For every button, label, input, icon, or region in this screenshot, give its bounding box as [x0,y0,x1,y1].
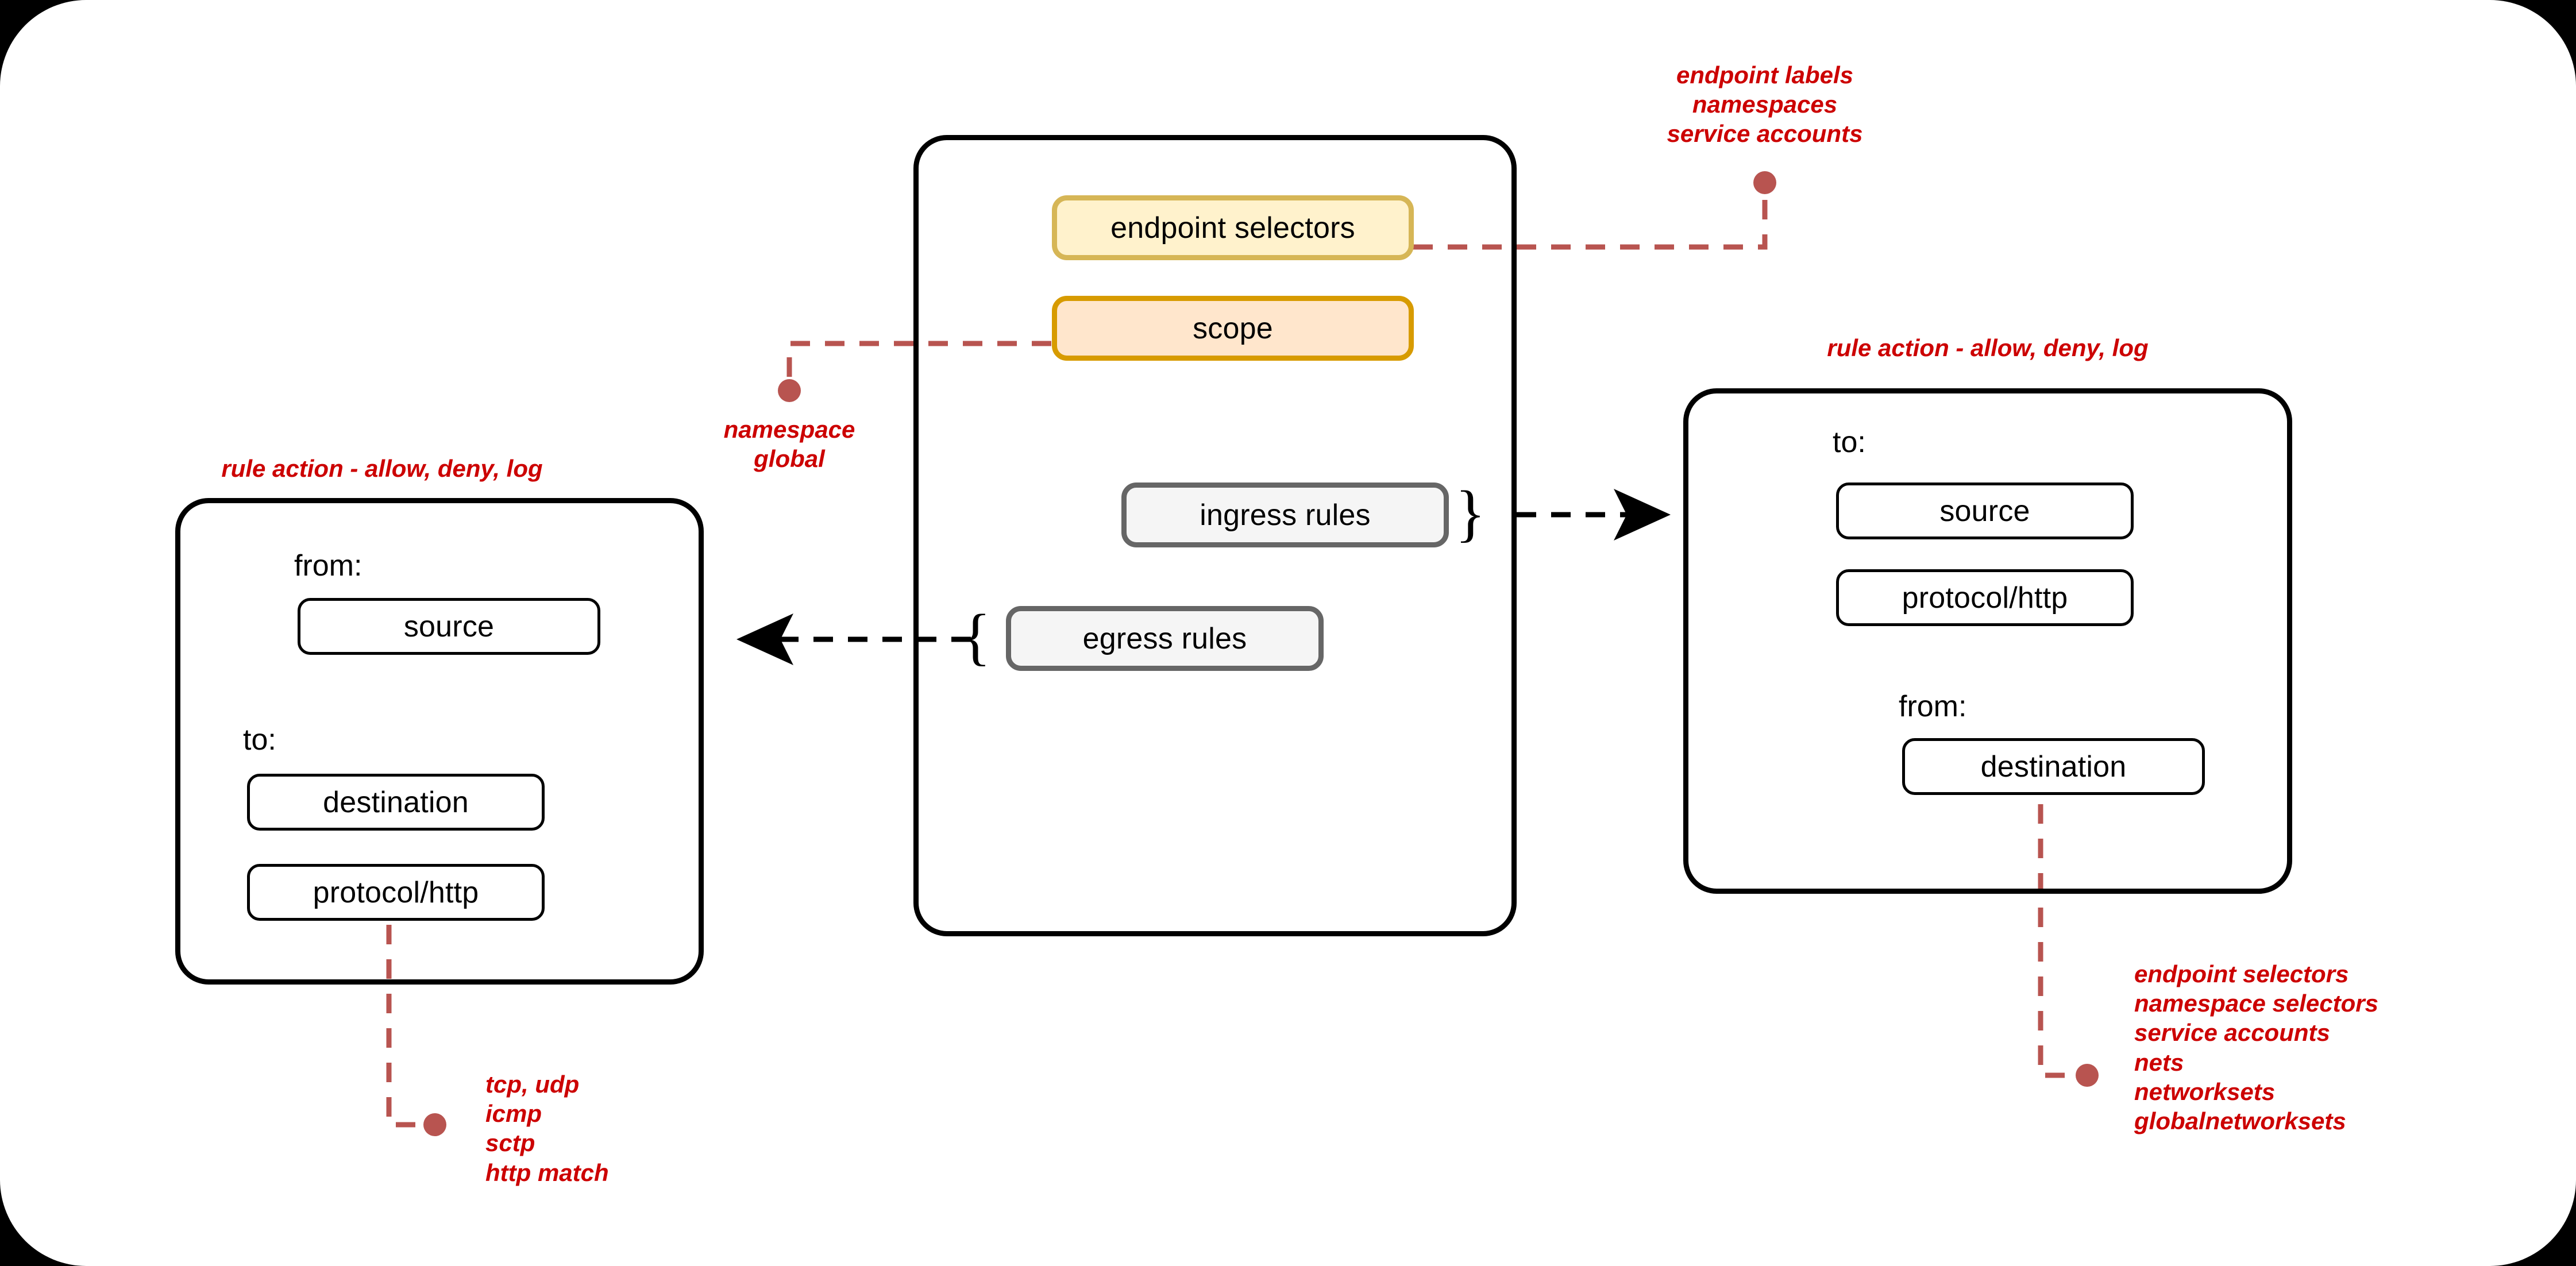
ingress-source-label: source [1939,494,2030,528]
egress-protocol-label: protocol/http [313,875,479,909]
ingress-rules-box[interactable]: ingress rules [1121,483,1449,547]
egress-brace: { [961,601,991,671]
ingress-rule-panel [1683,388,2292,894]
egress-destination-label: destination [323,785,469,819]
protocol-left-annotation: tcp, udp icmp sctp http match [485,1071,609,1186]
egress-panel-action-annotation: rule action - allow, deny, log [221,455,543,482]
ingress-rules-label: ingress rules [1200,498,1371,532]
egress-to-protocol-box[interactable]: protocol/http [247,864,545,921]
scope-annotation: namespace global [723,416,855,473]
egress-from-label: from: [294,549,363,582]
egress-to-destination-box[interactable]: destination [247,774,545,831]
ingress-to-protocol-box[interactable]: protocol/http [1836,569,2134,626]
destination-right-annotation: endpoint selectors namespace selectors s… [2134,960,2378,1135]
egress-to-label: to: [243,723,276,756]
egress-rules-box[interactable]: egress rules [1006,606,1324,671]
endpoint-selectors-box[interactable]: endpoint selectors [1052,195,1414,260]
ingress-panel-action-annotation: rule action - allow, deny, log [1827,334,2149,361]
policy-container [913,135,1517,936]
ingress-brace: } [1455,478,1486,548]
ingress-to-label: to: [1833,426,1866,459]
scope-box[interactable]: scope [1052,296,1414,361]
ingress-destination-label: destination [1980,750,2127,783]
scope-label: scope [1193,311,1273,345]
egress-from-source-box[interactable]: source [298,598,600,655]
ingress-protocol-label: protocol/http [1902,581,2068,615]
egress-source-label: source [403,609,495,643]
egress-rules-label: egress rules [1082,622,1247,655]
endpoint-selectors-annotation: endpoint labels namespaces service accou… [1667,61,1863,148]
ingress-from-destination-box[interactable]: destination [1902,738,2205,795]
egress-rule-panel [175,498,704,985]
ingress-to-source-box[interactable]: source [1836,483,2134,539]
endpoint-selectors-label: endpoint selectors [1110,211,1355,245]
ingress-from-label: from: [1899,690,1967,723]
